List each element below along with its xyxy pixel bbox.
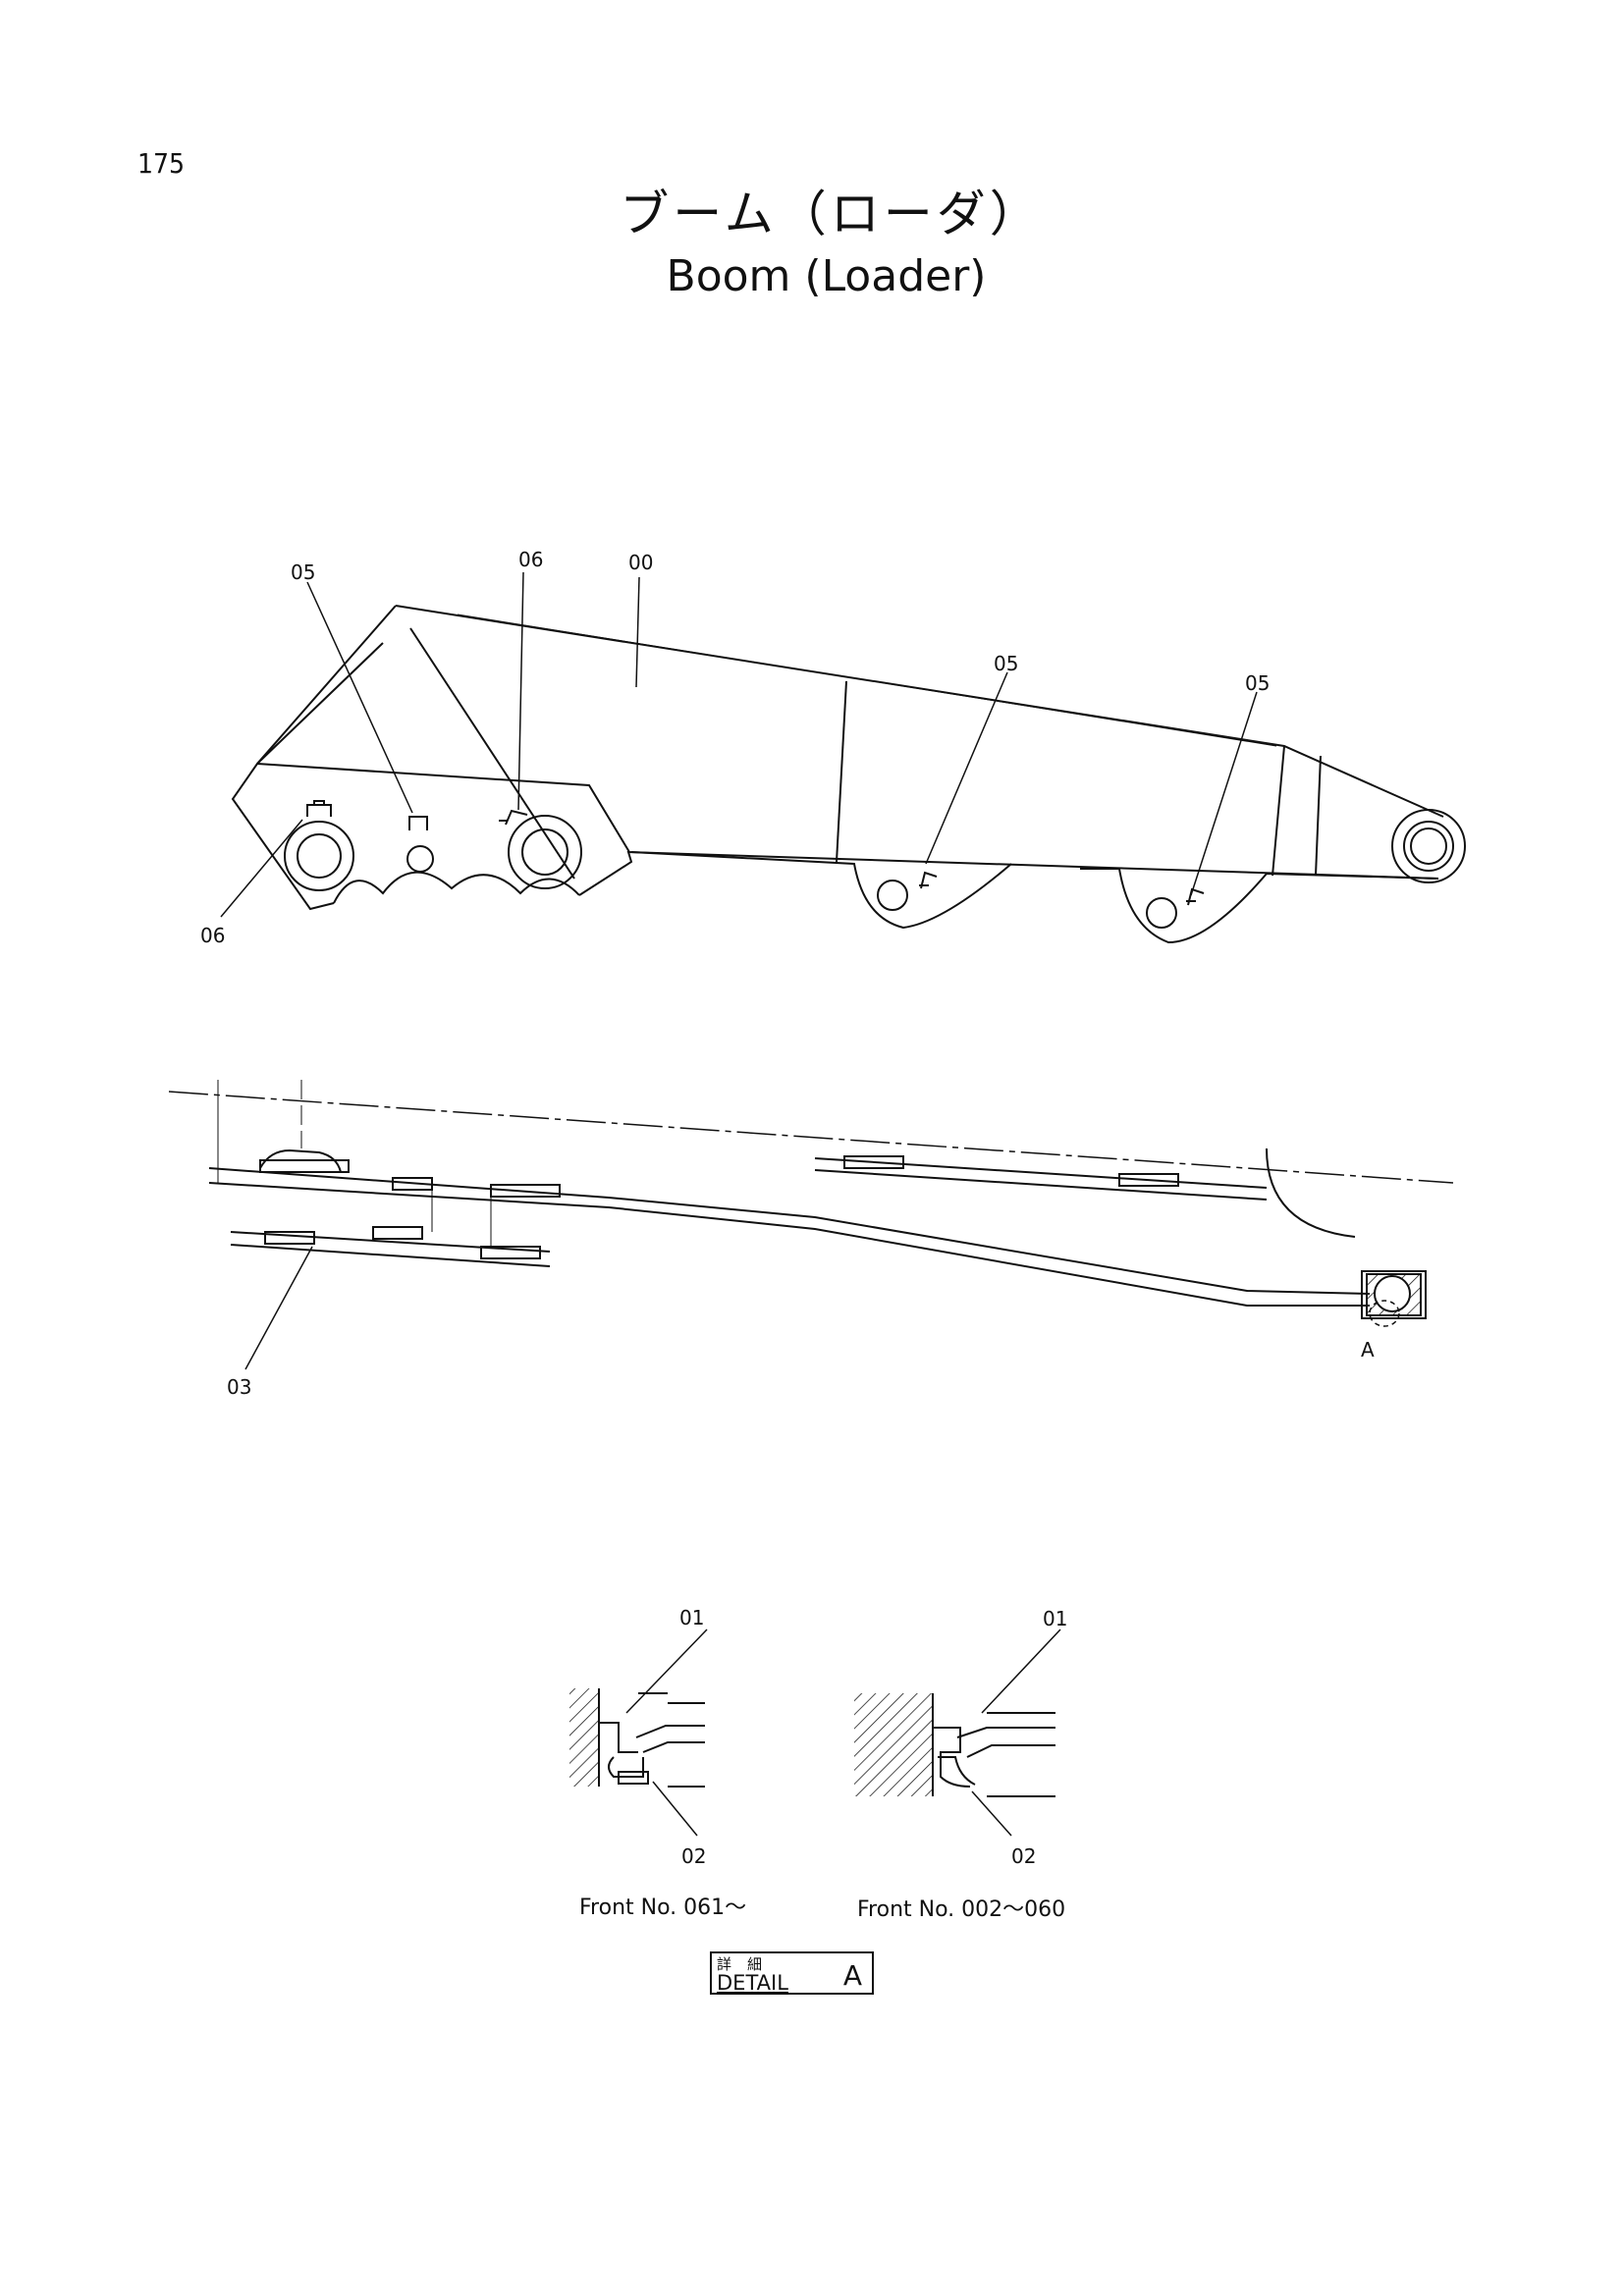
- callout-03: 03: [227, 1375, 251, 1399]
- callout-01-left: 01: [679, 1606, 704, 1629]
- title-english: Boom (Loader): [666, 251, 987, 301]
- callout-06-bottom: 06: [200, 924, 225, 947]
- callout-05-right: 05: [1245, 671, 1270, 695]
- callout-05-left: 05: [291, 561, 315, 584]
- callout-06-top: 06: [518, 548, 543, 571]
- page-number: 175: [137, 147, 186, 180]
- caption-front-061: Front No. 061〜: [579, 1896, 746, 1920]
- title-block: ブーム（ローダ） Boom (Loader): [0, 175, 1623, 301]
- boom-plan-view: [168, 1080, 1454, 1327]
- title-japanese: ブーム（ローダ）: [620, 186, 1043, 242]
- detail-label-english: DETAIL: [717, 1971, 788, 1995]
- detail-a-label: 詳細 DETAIL A: [710, 1951, 874, 1995]
- leader-lines: [220, 571, 1258, 1837]
- callout-02-left: 02: [681, 1844, 706, 1868]
- detail-label-letter: A: [842, 1959, 862, 1992]
- detail-a-left: [569, 1688, 705, 1788]
- callout-00: 00: [628, 551, 653, 574]
- caption-front-002-060: Front No. 002〜060: [857, 1897, 1065, 1922]
- callout-05-middle: 05: [994, 652, 1018, 675]
- detail-marker: A: [1361, 1338, 1375, 1362]
- boom-side-view: [231, 605, 1466, 944]
- callout-02-right: 02: [1011, 1844, 1036, 1868]
- callout-01-right: 01: [1043, 1607, 1067, 1630]
- detail-a-right: [854, 1693, 1055, 1797]
- detail-label-japanese: 詳細: [717, 1955, 779, 1973]
